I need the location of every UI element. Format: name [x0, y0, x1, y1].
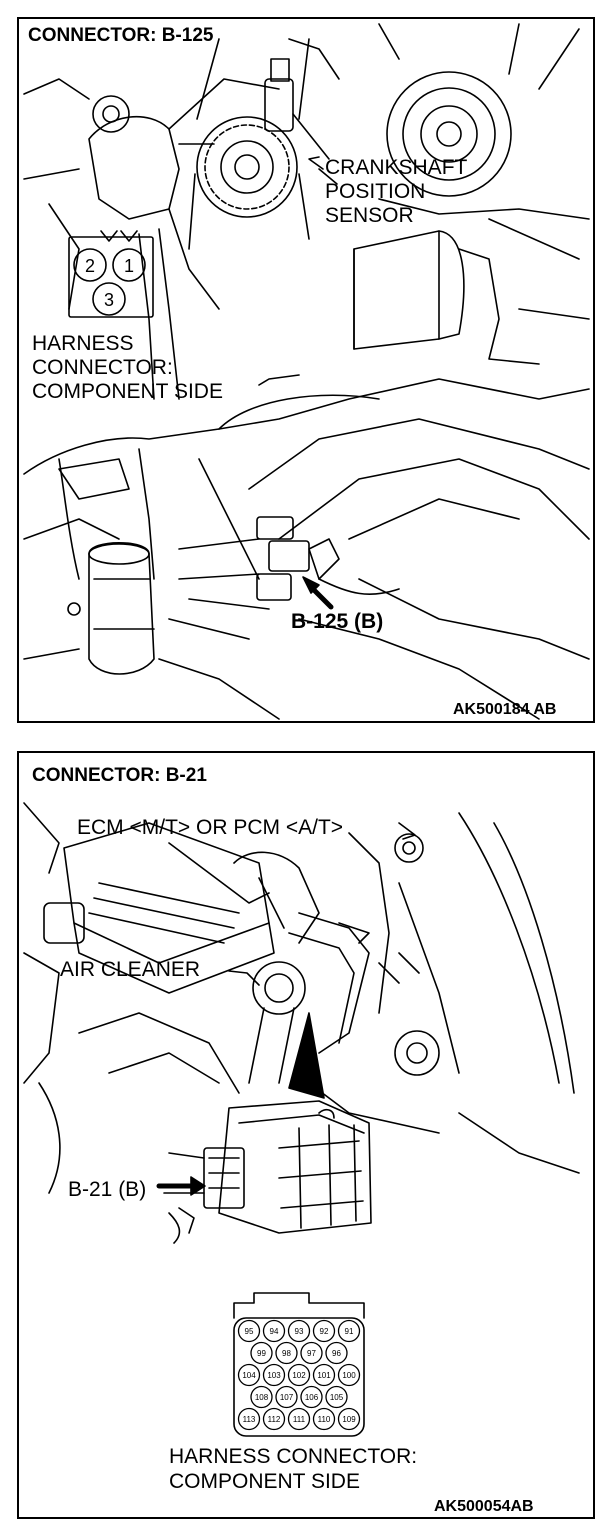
timing-belt-area	[23, 78, 280, 400]
b21-callout-label: B-21 (B)	[68, 1178, 147, 1201]
cavity-93: 93	[295, 1327, 304, 1336]
cavity-102-ring	[287, 1363, 311, 1387]
cavity-109: 109	[342, 1415, 356, 1424]
lower-engine-bay	[23, 378, 590, 720]
b125-figure-code: AK500184 AB	[453, 701, 557, 718]
sensor-label-line-1: CRANKSHAFT	[325, 156, 468, 179]
cavity-97-ring	[300, 1341, 323, 1365]
cavity-105: 105	[330, 1393, 344, 1402]
cavity-100: 100	[342, 1371, 356, 1380]
cavity-106: 106	[305, 1393, 319, 1402]
sensor-leader-line	[308, 156, 324, 170]
cavity-94: 94	[270, 1327, 279, 1336]
crank-pulley	[378, 23, 590, 220]
b125-harness-label-line-2: CONNECTOR:	[32, 356, 173, 379]
cavity-106-ring	[300, 1385, 323, 1409]
b21-arrow	[156, 1176, 206, 1196]
cavity-98-ring	[275, 1341, 298, 1365]
pin-2: 2	[85, 256, 95, 276]
ecm-module	[163, 1100, 372, 1244]
cavity-103: 103	[267, 1371, 281, 1380]
cavity-91: 91	[345, 1327, 354, 1336]
cavity-103-ring	[262, 1363, 286, 1387]
pin-3: 3	[104, 290, 114, 310]
cavity-101: 101	[317, 1371, 331, 1380]
cavity-113: 113	[243, 1415, 256, 1424]
cavity-96: 96	[332, 1349, 341, 1358]
b125-heading: CONNECTOR: B-125	[28, 25, 214, 46]
b125-harness-label-line-1: HARNESS	[32, 332, 134, 355]
air-cleaner-leader-line	[228, 970, 260, 986]
cavity-110-ring	[312, 1407, 336, 1431]
b21-figure-code: AK500054AB	[434, 1498, 534, 1515]
ecm-pointer	[288, 1012, 325, 1099]
oil-filter	[353, 218, 590, 365]
cavity-97: 97	[307, 1349, 316, 1358]
cavity-93-ring	[287, 1319, 311, 1343]
ecm-right-leader-line	[398, 822, 416, 840]
b125-callout-label: B-125 (B)	[291, 610, 384, 633]
cavity-96-ring	[325, 1341, 348, 1365]
cavity-111: 111	[293, 1415, 306, 1424]
cavity-112-ring	[262, 1407, 286, 1431]
engine-illustration-b125: 2 1 3	[23, 23, 590, 720]
upper-engine-bay	[23, 802, 580, 1194]
crank-sprocket	[188, 38, 310, 250]
b125-pin-face: 2 1 3	[68, 230, 154, 318]
cavity-95-ring	[237, 1319, 261, 1343]
cavity-110: 110	[318, 1415, 331, 1424]
cavity-100-ring	[337, 1363, 361, 1387]
cavity-92: 92	[320, 1327, 329, 1336]
air-cleaner-label: AIR CLEANER	[60, 958, 201, 981]
b21-harness-label-line-2: COMPONENT SIDE	[169, 1470, 360, 1493]
connector-b21-panel: 95 94 93 92 91 99 98 97 96 104 103 102 101 100 108 107 1…	[17, 751, 595, 1519]
connector-b125-panel: 2 1 3	[17, 17, 595, 723]
ecm-label: ECM <M/T> OR PCM <A/T>	[77, 816, 344, 839]
b125-harness-label-line-3: COMPONENT SIDE	[32, 380, 223, 403]
cavity-109-ring	[337, 1407, 361, 1431]
cavity-112: 112	[268, 1415, 281, 1424]
cavity-99: 99	[257, 1349, 266, 1358]
cavity-108: 108	[255, 1393, 269, 1402]
cavity-99-ring	[250, 1341, 273, 1365]
b21-heading: CONNECTOR: B-21	[32, 765, 207, 786]
harness-leader-line	[258, 374, 300, 386]
cavity-95: 95	[245, 1327, 254, 1336]
cavity-104-ring	[237, 1363, 261, 1387]
crankshaft-position-sensor-body	[264, 38, 340, 185]
cavity-104: 104	[242, 1371, 256, 1380]
b125-arrow	[302, 576, 334, 610]
engine-illustration-b21: 95 94 93 92 91 99 98 97 96 104 103 102 101 100 108 107 1…	[23, 802, 580, 1437]
cavity-107-ring	[275, 1385, 298, 1409]
ecm-leader-line	[168, 842, 270, 904]
b21-harness-label-line-1: HARNESS CONNECTOR:	[169, 1445, 418, 1468]
cavity-111-ring	[287, 1407, 311, 1431]
cavity-113-ring	[237, 1407, 261, 1431]
cavity-102: 102	[292, 1371, 306, 1380]
cavity-98: 98	[282, 1349, 291, 1358]
cavity-107: 107	[280, 1393, 294, 1402]
cavity-92-ring	[312, 1319, 336, 1343]
b21-connector-face	[233, 1292, 365, 1437]
b21-cavity-grid: 95 94 93 92 91 99 98 97 96 104 103 102 101 100 108 107 1…	[237, 1319, 361, 1431]
cavity-105-ring	[325, 1385, 348, 1409]
pin-1: 1	[124, 256, 134, 276]
sensor-label-line-2: POSITION	[325, 180, 426, 203]
cavity-91-ring	[337, 1319, 361, 1343]
cavity-108-ring	[250, 1385, 273, 1409]
cavity-101-ring	[312, 1363, 336, 1387]
sensor-label-line-3: SENSOR	[325, 204, 414, 227]
cavity-94-ring	[262, 1319, 286, 1343]
